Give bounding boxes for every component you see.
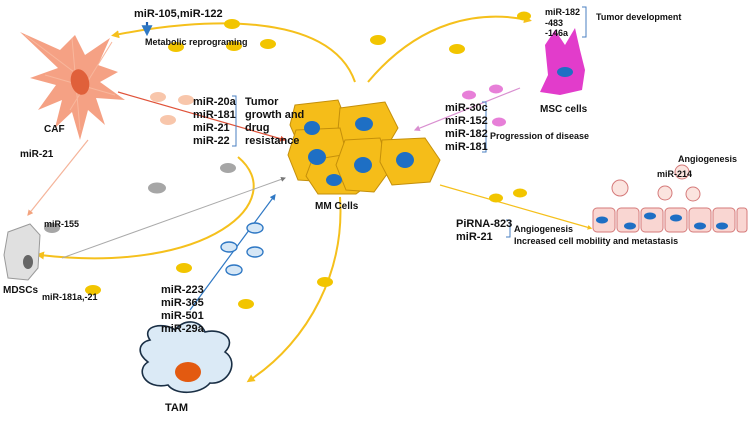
msc-mirna-item: miR-30c: [445, 102, 488, 114]
endo-mirna-item: miR-21: [456, 230, 493, 243]
caf-effect-label: Tumor growth and drug resistance: [245, 96, 304, 148]
endo-mirna-item: PiRNA-823: [456, 218, 513, 230]
msc-mirna-item: miR-181: [445, 140, 488, 153]
caf-effect-line: resistance: [245, 134, 300, 147]
endo-mirna-list: PiRNA-823 miR-21: [456, 218, 512, 244]
endothelial-row: [592, 164, 748, 233]
metabolic-reprogramming-label: Metabolic reprograming: [145, 37, 248, 47]
msc-nucleus: [557, 67, 573, 77]
msc-vesicles: [462, 84, 506, 127]
caf-vesicles: [150, 92, 194, 125]
tam-mirna-item: miR-29a: [161, 322, 204, 335]
msc-mirna-top-item: -146a: [545, 28, 569, 39]
tam-mirna-list: miR-223 miR-365 miR-501 miR-29a: [161, 284, 204, 336]
tam-mirna-item: miR-223: [161, 284, 204, 296]
grey-vesicles: [44, 163, 236, 233]
mdsc-mirna-a: miR-155: [44, 219, 80, 229]
mdsc-nucleus: [23, 255, 33, 269]
arrow-msc-to-mm: [413, 87, 521, 132]
tam-vesicles: [220, 222, 264, 276]
caf-effect-line: Tumor: [245, 96, 279, 108]
arrow-mdsc-to-mm: [61, 176, 286, 259]
caf-mirna-down: miR-21: [20, 149, 54, 160]
caf-mirna-item: miR-21: [193, 121, 230, 134]
caf-mirna-bracket: [232, 95, 237, 147]
caf-mirna-item: miR-22: [193, 134, 230, 147]
msc-top-bracket: [582, 6, 587, 38]
tam-cell: [139, 321, 233, 394]
yellow-vesicles: [85, 11, 531, 309]
tumor-development-label: Tumor development: [596, 12, 682, 22]
msc-mirna-top: miR-182 -483 -146a: [545, 7, 580, 39]
arrow-mm-to-caf: [111, 22, 356, 83]
arrow-tam-to-mm: [189, 194, 276, 311]
endo-mirna-top: miR-214: [657, 169, 693, 179]
caf-effect-line: drug: [245, 121, 270, 134]
msc-mirna-list: miR-30c miR-152 miR-182 miR-181: [445, 102, 488, 154]
arrow-mm-to-tam: [246, 196, 342, 383]
msc-mirna-top-item: -483: [545, 17, 564, 28]
msc-mirna-item: miR-182: [445, 127, 488, 140]
angiogenesis-label: Angiogenesis: [514, 224, 574, 234]
msc-cell: [540, 28, 585, 95]
tam-mirna-item: miR-365: [161, 296, 204, 309]
msc-mirna-item: miR-152: [445, 114, 488, 127]
caf-cell: [20, 32, 125, 140]
caf-label: CAF: [44, 124, 65, 135]
msc-mirna-bracket: [482, 101, 487, 153]
arrow-mm-to-msc: [367, 15, 532, 83]
metastasis-label: Increased cell mobility and metastasis: [514, 236, 679, 246]
mm-cells-label: MM Cells: [315, 201, 359, 212]
yellow-arrows: [36, 15, 593, 383]
caf-mirna-item: miR-20a: [193, 96, 236, 108]
arrow-caf-to-mdsc: [27, 139, 89, 216]
arrow-mm-to-endo: [439, 184, 593, 230]
caf-nucleus: [70, 69, 90, 95]
caf-mirna-top: miR-105,miR-122: [134, 8, 223, 20]
mdsc-label: MDSCs: [3, 285, 39, 296]
tam-nucleus: [175, 362, 201, 382]
tam-mirna-item: miR-501: [161, 309, 204, 322]
progression-label: Progression of disease: [490, 131, 590, 141]
msc-label: MSC cells: [540, 104, 588, 115]
mdsc-mirna-b: miR-181a,-21: [42, 292, 98, 302]
msc-mirna-top-item: miR-182: [545, 7, 581, 17]
tam-label: TAM: [165, 402, 189, 414]
mm-cells-cluster: [287, 99, 441, 195]
arrow-caf-to-mm: [117, 91, 287, 142]
caf-mirna-list: miR-20a miR-181 miR-21 miR-22: [193, 96, 236, 148]
angiogenesis-top-label: Angiogenesis: [678, 154, 738, 164]
arrow-mm-to-mdsc: [36, 156, 255, 260]
mdsc-cell: [3, 223, 41, 281]
caf-mirna-item: miR-181: [193, 108, 236, 121]
endo-mirna-bracket: [506, 219, 511, 238]
caf-effect-line: growth and: [245, 108, 305, 121]
